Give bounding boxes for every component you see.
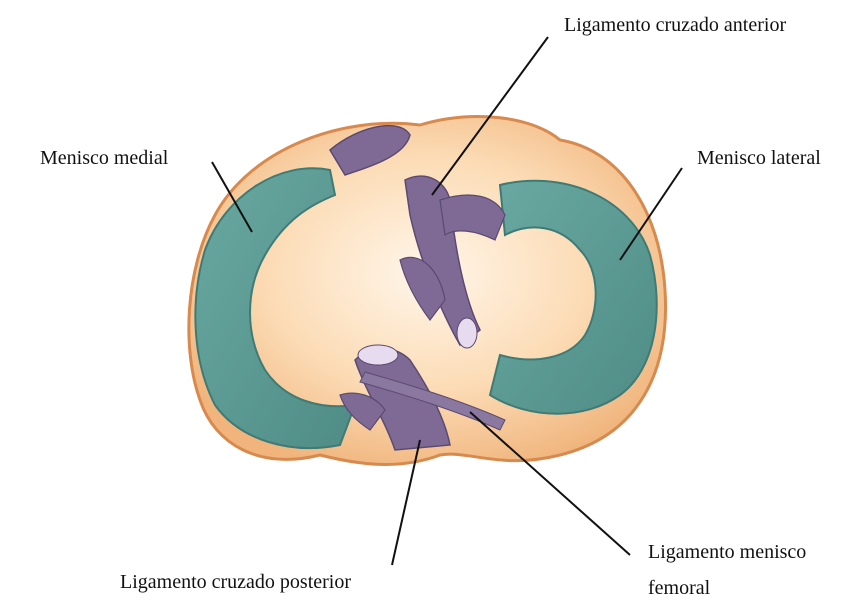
label-mfl-line2: femoral: [648, 576, 710, 600]
label-acl: Ligamento cruzado anterior: [564, 13, 786, 37]
label-pcl: Ligamento cruzado posterior: [120, 570, 351, 594]
pcl-attachment: [358, 345, 398, 365]
acl-attachment: [457, 318, 477, 348]
label-lateral-meniscus: Menisco lateral: [697, 146, 821, 170]
label-medial-meniscus: Menisco medial: [40, 146, 168, 170]
label-mfl-line1: Ligamento menisco: [648, 540, 806, 564]
